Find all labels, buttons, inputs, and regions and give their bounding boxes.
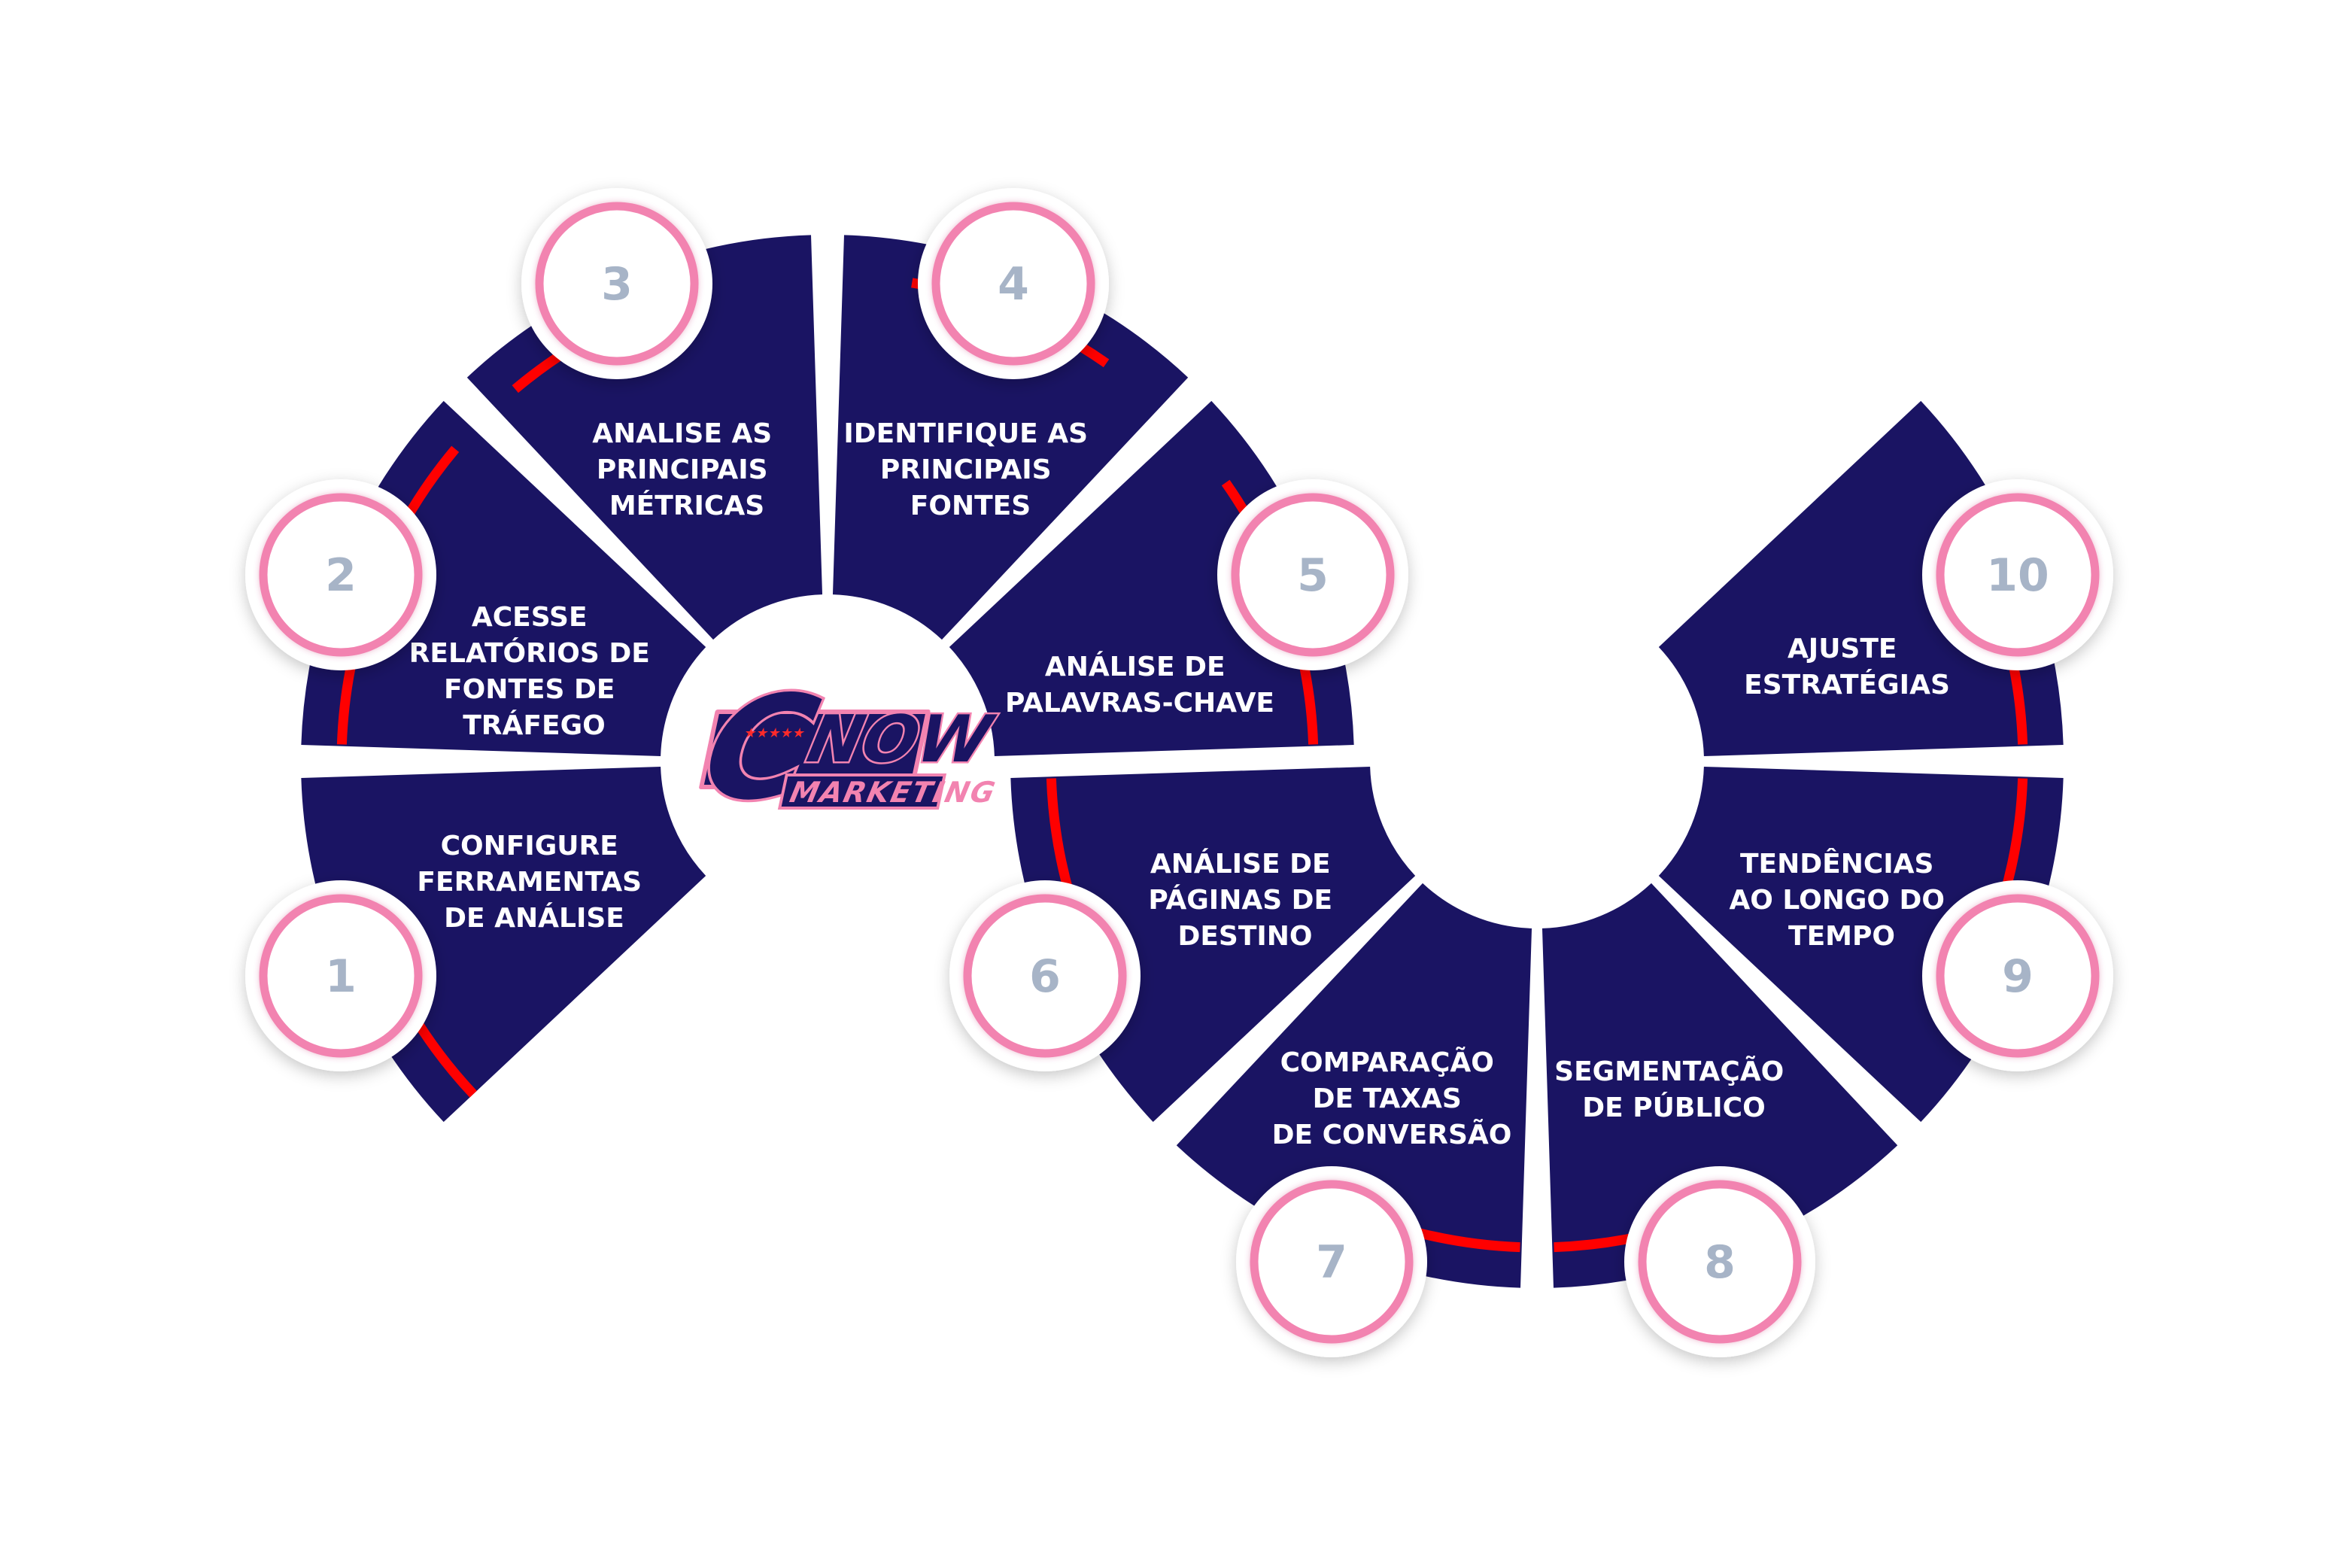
step-1-label: CONFIGURE FERRAMENTAS DE ANÁLISE [417,831,651,934]
segments-layer [301,235,2064,1288]
step-3-number: 3 [601,258,633,311]
seg-4 [832,235,1189,640]
step-9-label: TENDÊNCIAS AO LONGO DO TEMPO [1729,848,1954,952]
step-7-badge: 7 [1236,1166,1427,1357]
seg-5 [949,400,1354,757]
step-8-badge: 8 [1624,1166,1815,1357]
cnow-marketing-logo: C ★★★★★ NOW MARKETING [688,663,1003,834]
step-4-badge: 4 [918,188,1109,379]
step-5-number: 5 [1297,549,1329,602]
step-7-number: 7 [1316,1236,1347,1289]
step-5-badge: 5 [1217,479,1408,670]
step-6-badge: 6 [949,880,1141,1071]
step-9-number: 9 [2002,950,2034,1003]
step-9-badge: 9 [1922,880,2113,1071]
step-8-number: 8 [1704,1236,1736,1289]
labels-layer: CONFIGURE FERRAMENTAS DE ANÁLISE ACESSE … [409,418,1954,1150]
step-2-number: 2 [325,549,357,602]
logo-subword: MARKETING [787,776,999,810]
seg-7 [1176,883,1532,1288]
step-4-label: IDENTIFIQUE AS PRINCIPAIS FONTES [843,418,1097,521]
step-4-number: 4 [998,258,1029,311]
step-8-label: SEGMENTAÇÃO DE PÚBLICO [1554,1056,1794,1123]
seg-8 [1542,883,1898,1288]
step-6-number: 6 [1029,950,1061,1003]
step-10-badge: 10 [1922,479,2113,670]
step-7-label: COMPARAÇÃO DE TAXAS DE CONVERSÃO [1272,1047,1512,1150]
step-1-number: 1 [325,950,357,1003]
badges-layer: 1 2 3 4 5 6 7 [245,188,2113,1357]
step-6-label: ANÁLISE DE PÁGINAS DE DESTINO [1148,848,1341,952]
logo-word: NOW [801,701,1001,777]
step-5-label: ANÁLISE DE PALAVRAS-CHAVE [1005,651,1274,719]
step-3-badge: 3 [521,188,712,379]
step-1-badge: 1 [245,880,436,1071]
seg-2 [301,400,706,757]
step-10-label: AJUSTE ESTRATÉGIAS [1744,634,1950,700]
seg-10 [1658,400,2064,757]
step-10-number: 10 [1986,549,2049,602]
step-2-badge: 2 [245,479,436,670]
step-2-label: ACESSE RELATÓRIOS DE FONTES DE TRÁFEGO [409,602,660,741]
logo-stars: ★★★★★ [743,725,806,741]
step-3-label: ANALISE AS PRINCIPAIS MÉTRICAS [592,418,782,521]
